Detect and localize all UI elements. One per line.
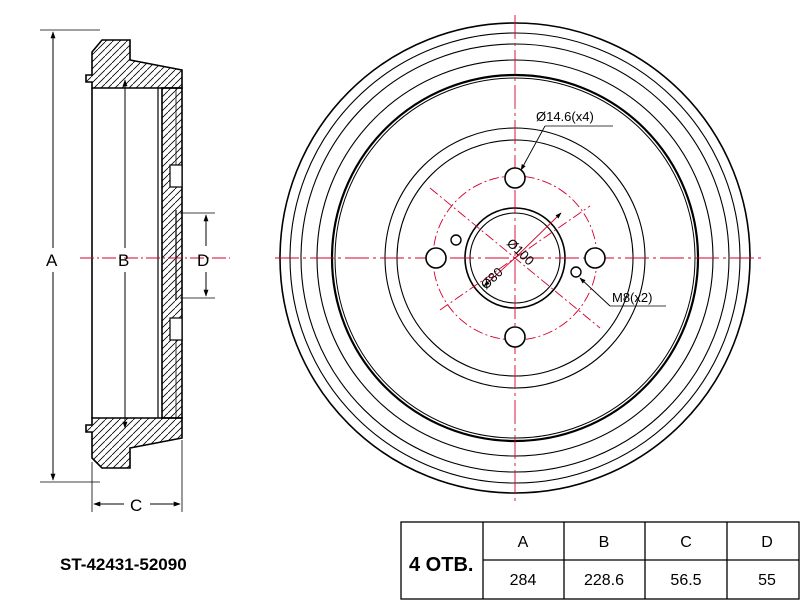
header-a: A — [518, 534, 529, 551]
side-section-view: A B D C — [40, 29, 230, 515]
value-b: 228.6 — [584, 572, 624, 589]
stud-hole — [504, 167, 526, 189]
threaded-holes — [450, 234, 582, 278]
dim-c-label: C — [130, 496, 142, 515]
qty-label: 4 ОТВ. — [409, 554, 473, 576]
spec-table — [400, 521, 800, 600]
stud-hole — [584, 247, 606, 269]
callout-leaders — [520, 125, 666, 307]
dim-a-label: A — [46, 251, 58, 270]
threaded-hole-callout: M8(x2) — [612, 290, 652, 305]
dim-d-label: D — [197, 251, 209, 270]
stud-holes — [425, 167, 606, 348]
dim-a — [40, 29, 100, 483]
part-number: ST-42431-52090 — [60, 555, 187, 574]
value-d: 55 — [758, 572, 776, 589]
value-c: 56.5 — [670, 572, 701, 589]
header-d: D — [761, 534, 773, 551]
diameter-arrows — [483, 212, 562, 287]
stud-hole — [425, 247, 447, 269]
dim-d — [180, 212, 215, 299]
threaded-hole — [450, 234, 462, 246]
front-view: Ø14.6(x4) M8(x2) Ø100 Ø80 — [275, 15, 765, 502]
header-c: C — [680, 534, 692, 551]
dim-c — [91, 440, 183, 512]
stud-hole — [504, 326, 526, 348]
threaded-hole — [570, 266, 582, 278]
stud-hole-callout: Ø14.6(x4) — [536, 109, 594, 124]
dim-b-label: B — [118, 251, 129, 270]
spec-table-text: 4 ОТВ. A B C D 284 228.6 56.5 55 — [409, 534, 776, 589]
drum-wall-section — [85, 39, 183, 469]
header-b: B — [599, 534, 610, 551]
value-a: 284 — [510, 572, 537, 589]
